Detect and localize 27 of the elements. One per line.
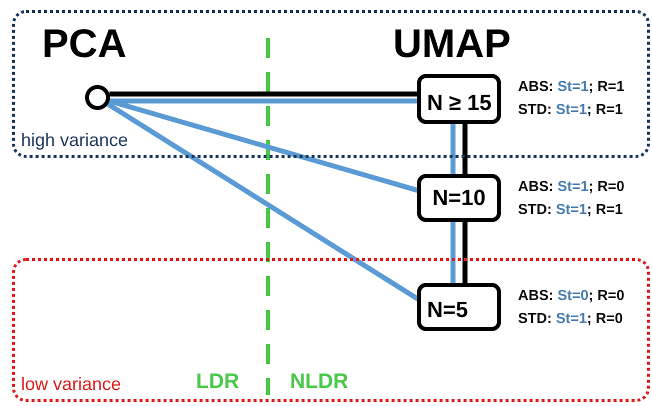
region-label: low variance [21, 374, 122, 395]
region-band [12, 10, 650, 158]
region-band [12, 258, 650, 402]
score-text: STD: St=1; R=0 [518, 311, 623, 327]
region-label: LDR [196, 370, 240, 394]
connector-line [450, 220, 456, 285]
method-title: PCA [42, 22, 126, 67]
process-box [417, 74, 501, 124]
process-box [417, 174, 501, 222]
connector-line [462, 122, 468, 176]
node-label: N=10 [432, 185, 486, 211]
connector-line [462, 220, 468, 285]
score-text: STD: St=1; R=1 [518, 202, 623, 218]
method-title: UMAP [393, 22, 511, 67]
score-text: ABS: St=1; R=1 [518, 79, 624, 95]
node-label: N=5 [427, 297, 468, 323]
node-label: N ≥ 15 [427, 90, 492, 116]
connector-line [110, 98, 419, 104]
region-label: high variance [21, 130, 128, 151]
score-text: STD: St=1; R=1 [518, 102, 623, 118]
process-box [417, 283, 501, 331]
connector-line [450, 122, 456, 176]
score-text: ABS: St=1; R=0 [518, 179, 624, 195]
connector-line [110, 92, 419, 96]
circle-node [85, 85, 110, 110]
score-text: ABS: St=0; R=0 [518, 288, 624, 304]
region-label: NLDR [290, 370, 348, 394]
